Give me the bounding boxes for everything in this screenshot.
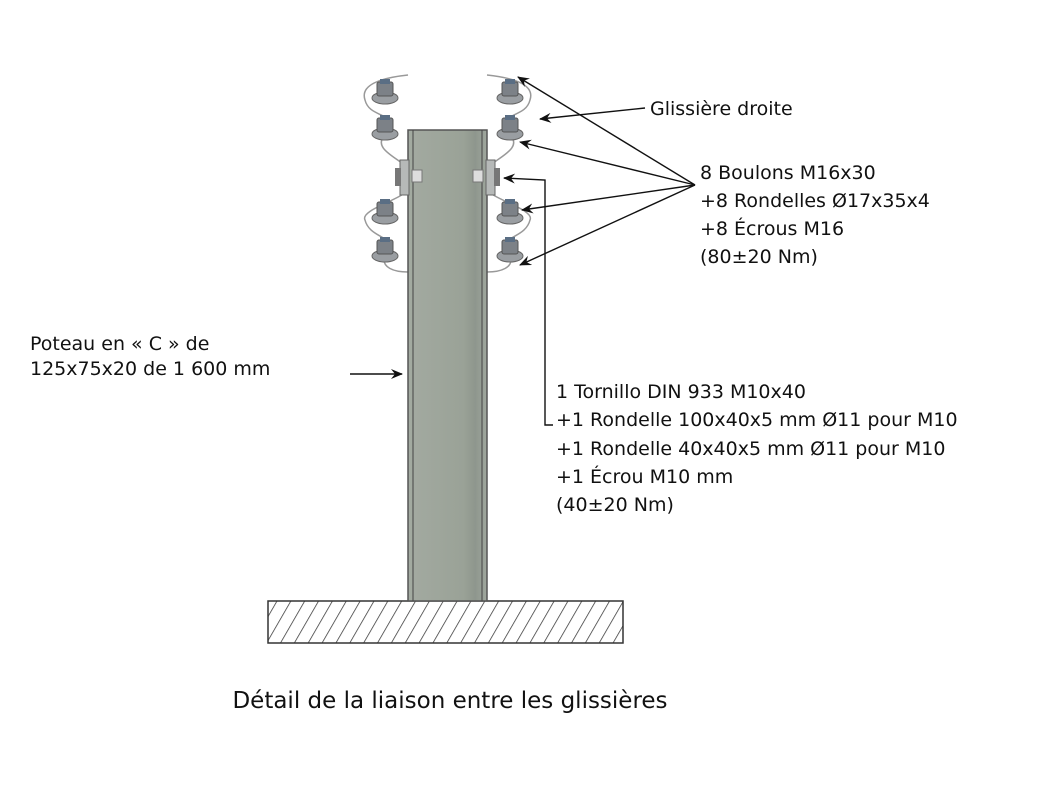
svg-text:(80±20 Nm): (80±20 Nm) <box>700 246 818 268</box>
leader-arrows <box>350 76 696 426</box>
svg-text:125x75x20 de 1 600 mm: 125x75x20 de 1 600 mm <box>30 358 270 380</box>
svg-text:1 Tornillo DIN 933 M10x40: 1 Tornillo DIN 933 M10x40 <box>556 381 806 403</box>
svg-text:(40±20 Nm): (40±20 Nm) <box>556 494 674 516</box>
label-boulons: 8 Boulons M16x30 +8 Rondelles Ø17x35x4 +… <box>700 162 930 268</box>
svg-text:Poteau en « C » de: Poteau en « C » de <box>30 333 209 355</box>
bracket-plates <box>395 159 500 196</box>
svg-text:+8 Écrous M16: +8 Écrous M16 <box>700 217 844 240</box>
caption: Détail de la liaison entre les glissière… <box>232 688 667 714</box>
label-poteau: Poteau en « C » de 125x75x20 de 1 600 mm <box>30 333 270 380</box>
svg-text:+8 Rondelles Ø17x35x4: +8 Rondelles Ø17x35x4 <box>700 190 930 212</box>
svg-text:+1 Écrou M10 mm: +1 Écrou M10 mm <box>556 465 733 488</box>
svg-text:+1 Rondelle 40x40x5 mm Ø11 pou: +1 Rondelle 40x40x5 mm Ø11 pour M10 <box>556 438 945 460</box>
c-post <box>407 129 488 602</box>
ground-base <box>267 600 624 644</box>
svg-text:8 Boulons M16x30: 8 Boulons M16x30 <box>700 162 876 184</box>
label-glissiere: Glissière droite <box>650 98 793 120</box>
svg-text:+1 Rondelle 100x40x5 mm Ø11 po: +1 Rondelle 100x40x5 mm Ø11 pour M10 <box>556 409 958 431</box>
label-tornillo: 1 Tornillo DIN 933 M10x40 +1 Rondelle 10… <box>556 381 958 516</box>
